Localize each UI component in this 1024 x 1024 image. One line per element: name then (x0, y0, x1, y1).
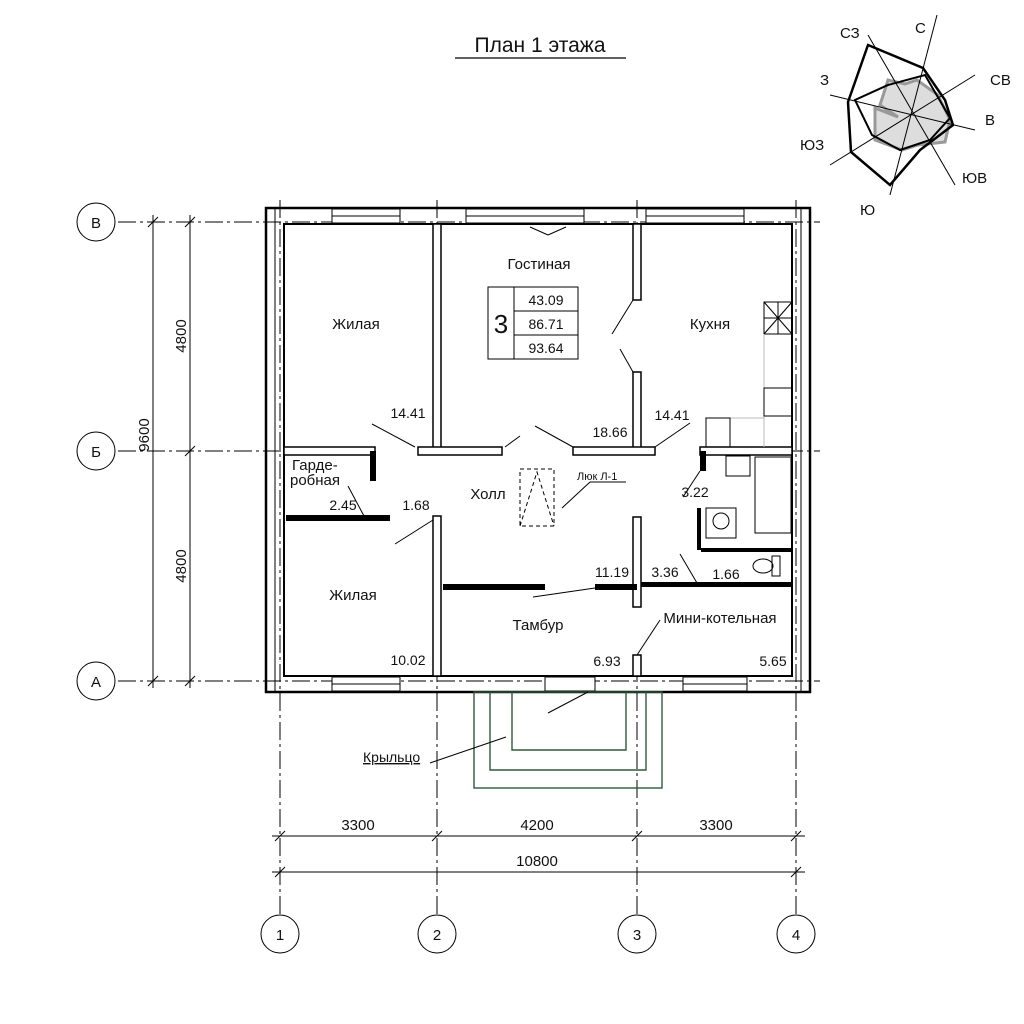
compass-label-s: Ю (860, 202, 875, 219)
dim-horizontal-1: 3300 (341, 817, 374, 834)
room-name-living1: Жилая (332, 316, 379, 333)
room-name-wardrobe-1: Гарде- (292, 457, 338, 474)
hatch-label: Люк Л-1 (577, 471, 617, 483)
porch (473, 691, 663, 789)
room-name-tambour: Тамбур (513, 617, 564, 634)
axis-label-3: 3 (633, 927, 641, 944)
interior-walls (283, 223, 793, 677)
axis-label-1: 1 (276, 927, 284, 944)
compass-label-n: С (915, 20, 926, 37)
room-area-wardrobe: 2.45 (329, 497, 356, 513)
compass-label-se: ЮВ (962, 170, 987, 187)
dim-vertical-bottom: 4800 (173, 549, 190, 582)
attic-hatch-icon (519, 468, 555, 527)
bathtub-icon (754, 456, 792, 534)
room-area-kitchen: 14.41 (654, 407, 689, 423)
compass-label-w: З (820, 72, 829, 89)
room-area-living-room: 18.66 (592, 424, 627, 440)
axis-label-4: 4 (792, 927, 800, 944)
room-name-hall: Холл (470, 486, 505, 503)
room-count: 3 (494, 309, 508, 339)
axis-label-b: Б (91, 444, 101, 461)
dim-horizontal-total: 10800 (516, 853, 558, 870)
fridge-icon (705, 417, 731, 448)
dimension-lines (147, 215, 805, 878)
apartment-info-table (487, 286, 579, 360)
door-swings (394, 226, 701, 545)
dim-horizontal-3: 3300 (699, 817, 732, 834)
windows (331, 208, 748, 692)
dim-vertical-top: 4800 (173, 319, 190, 352)
compass-label-ne: СВ (990, 72, 1011, 89)
room-area-living2: 10.02 (390, 652, 425, 668)
porch-door-swing (547, 691, 589, 714)
kitchen-sink-icon (763, 387, 793, 417)
room-area-tambour: 6.93 (593, 653, 620, 669)
porch-label: Крыльцо (363, 749, 420, 765)
room-name-living2: Жилая (329, 587, 376, 604)
col-axis-markers: 1 2 3 4 (260, 914, 816, 954)
dim-vertical-total: 9600 (136, 418, 153, 451)
room-name-living-room: Гостиная (508, 256, 571, 273)
living-area: 43.09 (528, 292, 563, 308)
compass-label-sw: ЮЗ (800, 137, 824, 154)
room-name-boiler: Мини-котельная (663, 610, 776, 627)
toilet-icon (752, 555, 781, 577)
washing-machine-icon (705, 507, 737, 539)
room-area-boiler: 5.65 (759, 653, 786, 669)
kitchen-stove-icon (763, 301, 793, 335)
room-name-kitchen: Кухня (690, 316, 730, 333)
axis-label-2: 2 (433, 927, 441, 944)
room-area-wc2: 1.66 (712, 566, 739, 582)
row-axis-markers: В Б А (76, 202, 116, 701)
hatch-leader-arrow (561, 481, 591, 509)
area-leaders (347, 422, 698, 656)
room-area-living1: 14.41 (390, 405, 425, 421)
axis-label-a: А (91, 674, 101, 691)
washbasin-icon (725, 455, 751, 477)
compass-label-e: В (985, 112, 995, 129)
axis-label-v: В (91, 215, 101, 232)
porch-leader (429, 736, 507, 764)
room-area-hall: 11.19 (595, 564, 629, 580)
compass-label-nw: СЗ (840, 25, 860, 42)
room-area-wc1: 3.36 (651, 564, 678, 580)
dim-horizontal-2: 4200 (520, 817, 553, 834)
room-name-wardrobe-2: робная (290, 472, 340, 489)
wind-rose-icon (829, 14, 976, 196)
corridor-area: 1.68 (402, 497, 429, 513)
plan-title: План 1 этажа (474, 34, 605, 57)
area-with-extras: 93.64 (528, 340, 563, 356)
room-area-bath: 3.22 (681, 484, 708, 500)
total-area: 86.71 (528, 316, 563, 332)
